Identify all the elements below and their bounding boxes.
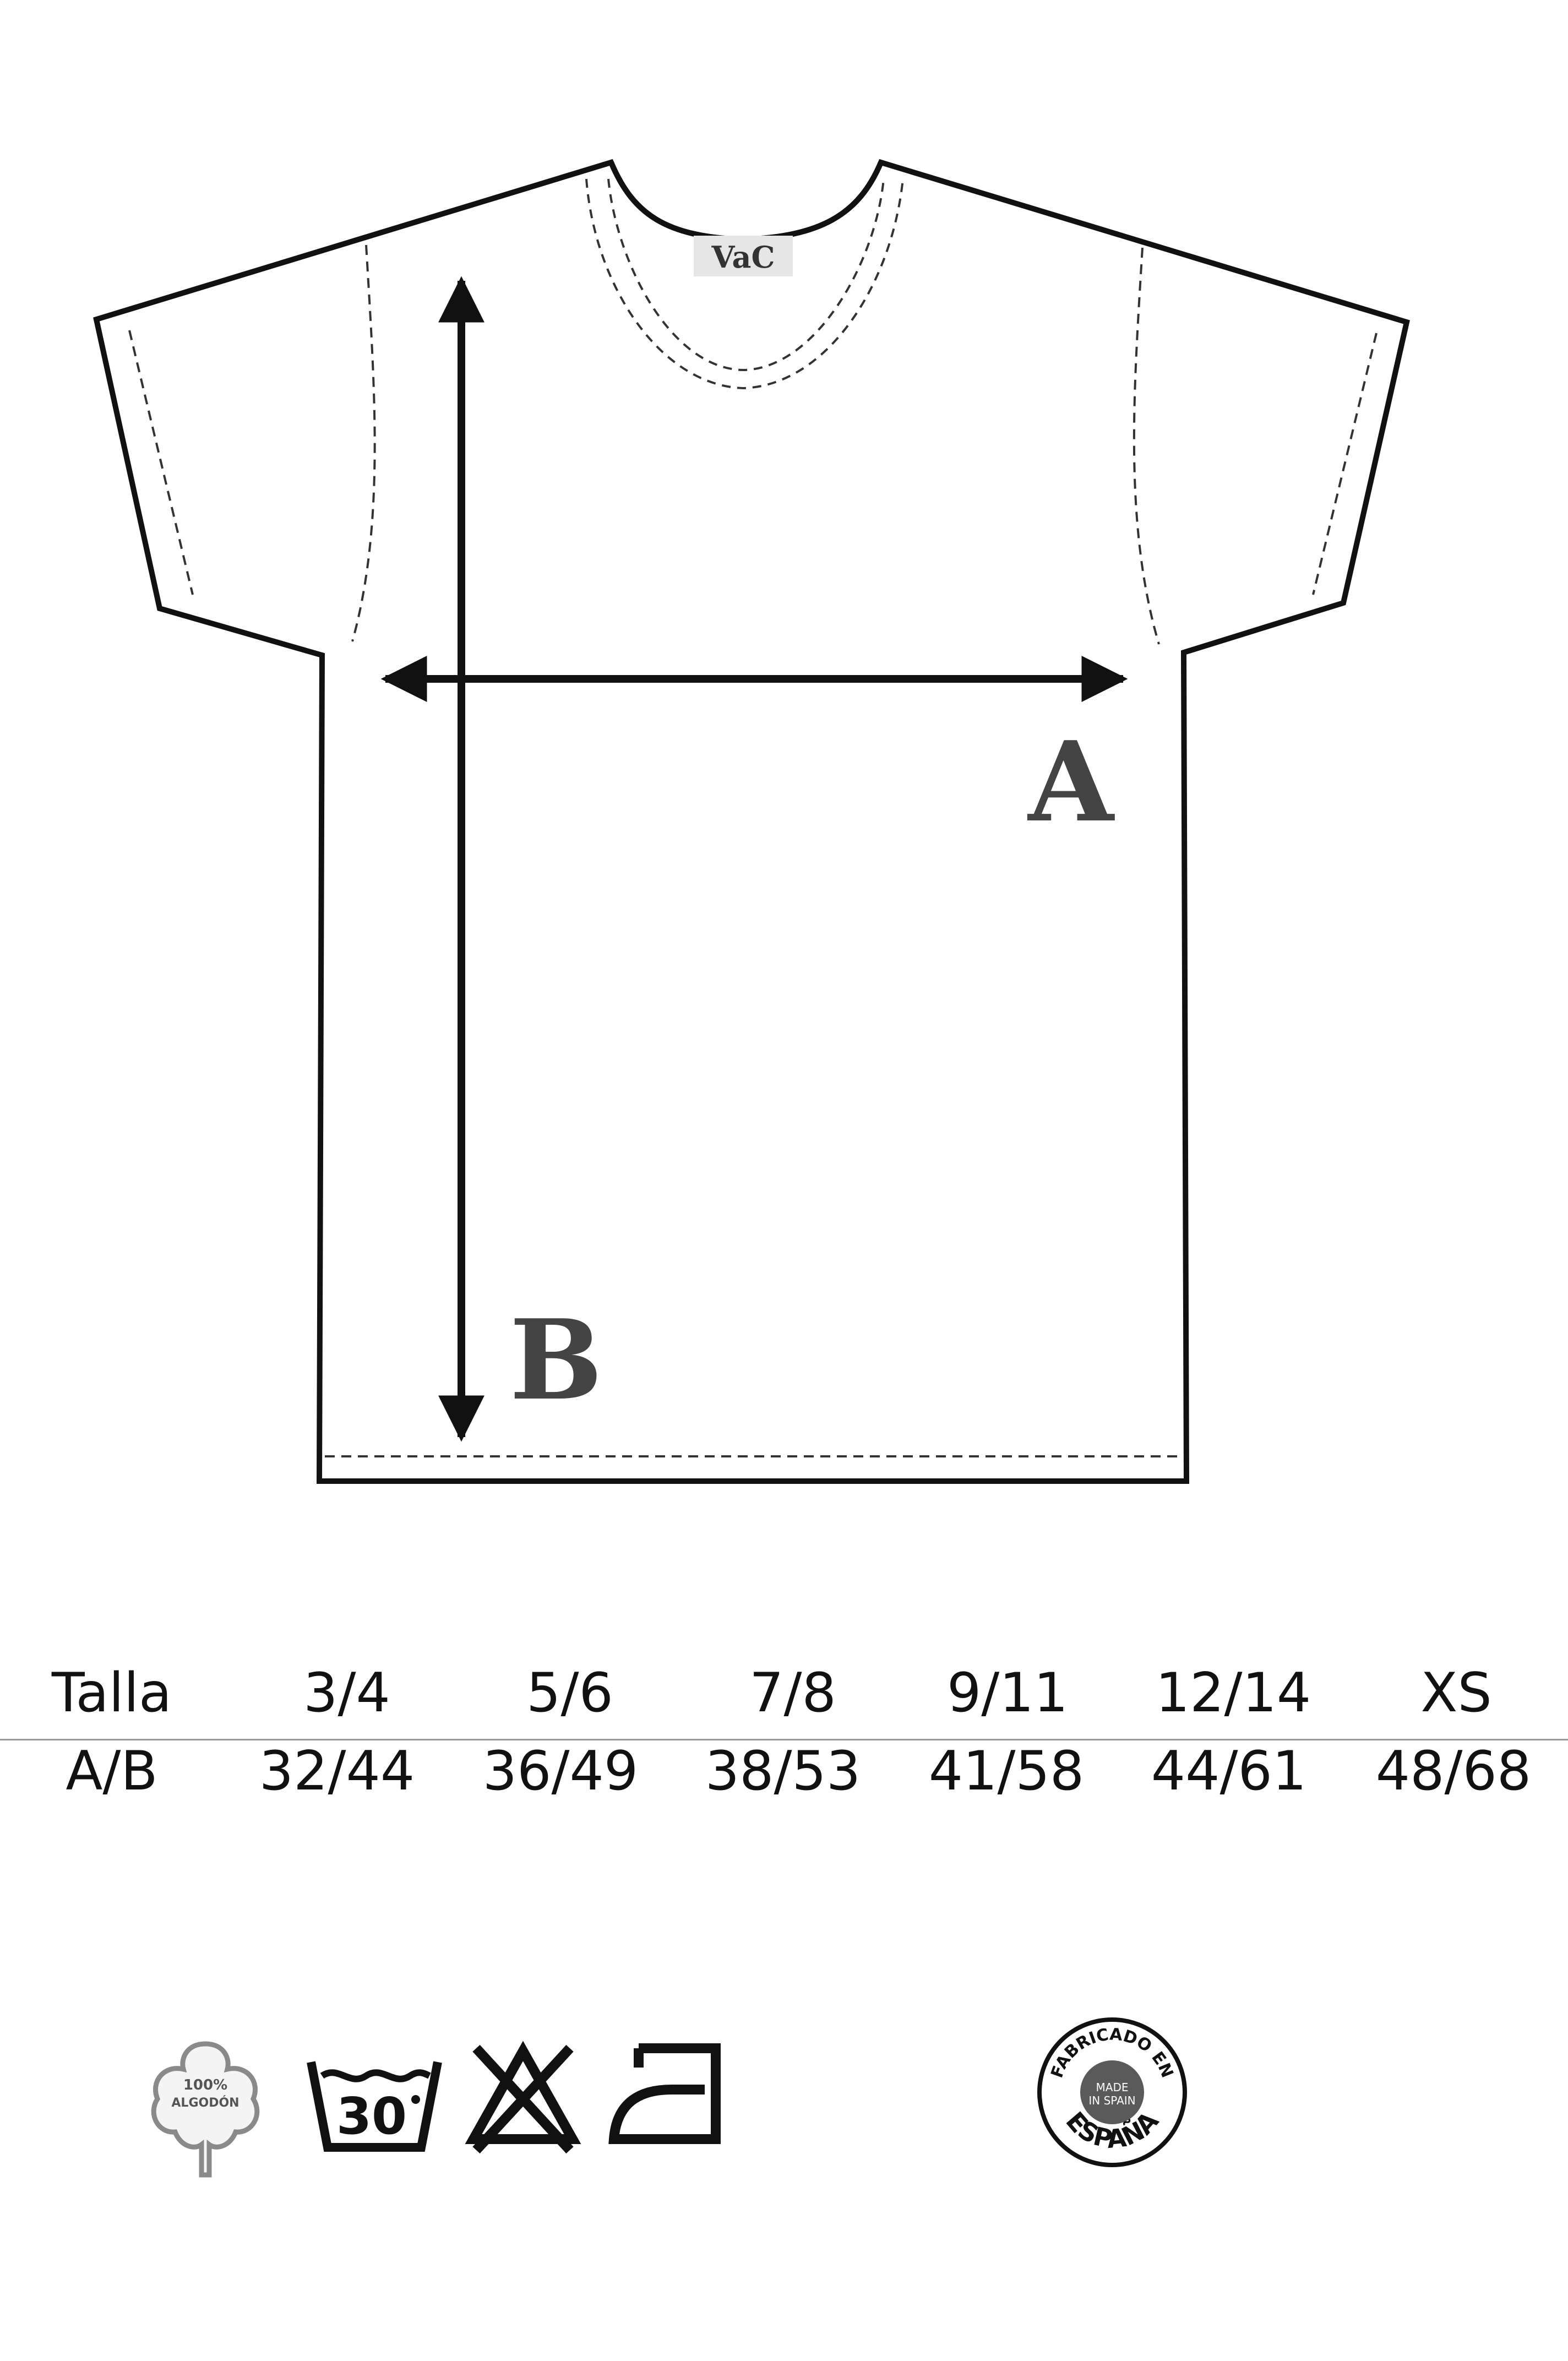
- svg-text:MADE: MADE: [1096, 2081, 1129, 2094]
- iron-icon: [608, 2043, 721, 2144]
- collar-stitching-inner: [607, 178, 885, 372]
- care-icons-row: 100% ALGODÓN 30 FABRICADO EN ESPAÑA MADE: [0, 2004, 1568, 2224]
- measurement-cell: 41/58: [928, 1740, 1085, 1803]
- collar-stitching: [585, 178, 904, 390]
- size-cell: 9/11: [946, 1662, 1069, 1724]
- measurement-cell: 44/61: [1151, 1740, 1307, 1803]
- measurement-cell: 38/53: [705, 1740, 861, 1803]
- right-sleeve-hem: [1312, 333, 1378, 595]
- svg-text:100%: 100%: [183, 2077, 227, 2093]
- size-cell: 3/4: [303, 1662, 390, 1724]
- size-cell: 12/14: [1155, 1662, 1311, 1724]
- row-label: A/B: [66, 1740, 158, 1803]
- svg-text:30: 30: [336, 2087, 407, 2146]
- size-table-header-row: Talla 3/4 5/6 7/8 9/11 12/14 XS: [0, 1657, 1568, 1729]
- tshirt-diagram: VaC A B: [93, 159, 1410, 1484]
- width-label: A: [1027, 717, 1115, 847]
- cotton-flower-icon: 100% ALGODÓN: [151, 2041, 260, 2178]
- svg-text:ALGODÓN: ALGODÓN: [171, 2096, 239, 2110]
- size-cell: 5/6: [526, 1662, 613, 1724]
- size-cell: 7/8: [749, 1662, 836, 1724]
- measurement-cell: 48/68: [1375, 1740, 1532, 1803]
- left-sleeve-seam: [351, 244, 376, 642]
- size-cell: XS: [1420, 1662, 1492, 1724]
- brand-label: VaC: [711, 240, 775, 275]
- length-label: B: [509, 1296, 602, 1425]
- made-in-spain-seal-icon: FABRICADO EN ESPAÑA MADE IN SPAIN: [1037, 2017, 1187, 2167]
- wash-30-icon: 30: [307, 2061, 442, 2152]
- brand-tag: [694, 236, 793, 276]
- table-divider: [0, 1739, 1568, 1740]
- header-label: Talla: [51, 1662, 172, 1724]
- no-bleach-icon: [465, 2041, 581, 2154]
- measurement-cell: 32/44: [259, 1740, 415, 1803]
- tshirt-outline: [93, 159, 1410, 1484]
- right-sleeve-seam: [1133, 247, 1160, 645]
- size-table-values-row: A/B 32/44 36/49 38/53 41/58 44/61 48/68: [0, 1736, 1568, 1807]
- left-sleeve-hem: [128, 330, 194, 595]
- measurement-cell: 36/49: [482, 1740, 639, 1803]
- svg-text:IN SPAIN: IN SPAIN: [1088, 2094, 1135, 2107]
